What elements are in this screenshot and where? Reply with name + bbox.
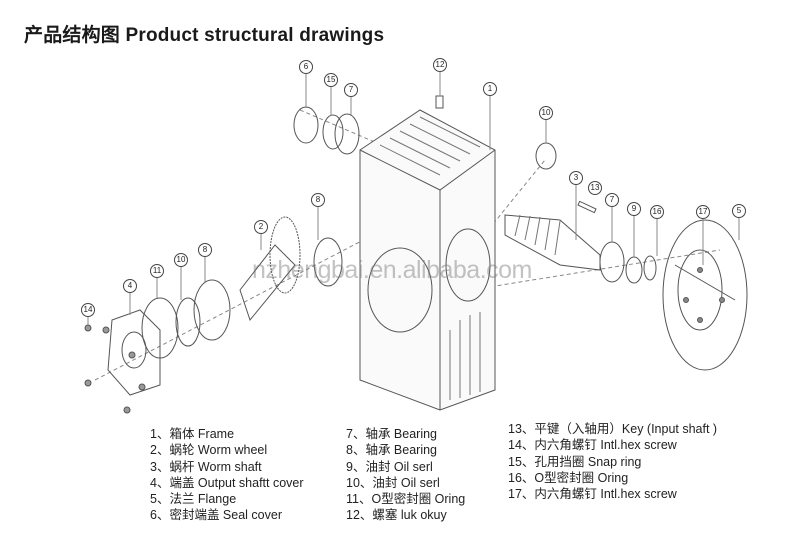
oil-seal-part xyxy=(535,142,557,170)
legend-item: 9、油封 Oil serl xyxy=(346,459,433,474)
legend-item: 2、蜗轮 Worm wheel xyxy=(150,443,268,458)
callout-3: 3 xyxy=(569,171,583,185)
worm-wheel-part xyxy=(239,216,301,322)
snap-ring-part xyxy=(322,114,344,150)
legend-item: 7、轴承 Bearing xyxy=(346,427,438,441)
callout-7b: 7 xyxy=(605,193,619,207)
callout-11: 11 xyxy=(150,264,164,278)
o-ring-part xyxy=(643,255,657,281)
legend-column-3: 13、平键（入轴用）Key (Input shaft ) 14、内六角螺钉 In… xyxy=(508,421,717,502)
oil-seal-part xyxy=(175,297,201,347)
legend-item: 17、内六角螺钉 Intl.hex screw xyxy=(508,487,677,502)
legend-item: 15、孔用挡圈 Snap ring xyxy=(508,454,642,469)
callout-12: 12 xyxy=(433,58,447,72)
callout-10b: 10 xyxy=(174,253,188,267)
callout-6: 6 xyxy=(299,60,313,74)
bearing-part xyxy=(313,237,343,287)
bearing-part xyxy=(599,241,625,283)
worm-shaft-part xyxy=(504,214,601,271)
callout-1: 1 xyxy=(483,82,497,96)
watermark: nzhengbai.en.alibaba.com xyxy=(252,256,532,284)
callout-15: 15 xyxy=(324,73,338,87)
callout-8: 8 xyxy=(311,193,325,207)
bearing-part xyxy=(334,113,360,155)
legend-item: 1、箱体 Frame xyxy=(150,427,235,441)
callout-13: 13 xyxy=(588,181,602,195)
callout-2: 2 xyxy=(254,220,268,234)
hex-screws xyxy=(84,324,146,414)
legend-item: 13、平键（入轴用）Key (Input shaft ) xyxy=(508,422,718,436)
callout-9: 9 xyxy=(627,202,641,216)
key-part xyxy=(577,200,597,214)
frame-housing xyxy=(359,109,496,411)
callout-4: 4 xyxy=(123,279,137,293)
legend-item: 16、O型密封圈 Oring xyxy=(508,470,629,485)
callout-10: 10 xyxy=(539,106,553,120)
legend-item: 10、油封 Oil serl xyxy=(346,475,440,490)
bearing-part xyxy=(193,279,231,341)
legend-item: 3、蜗杆 Worm shaft xyxy=(150,459,262,474)
callout-5: 5 xyxy=(732,204,746,218)
output-shaft-cover-part xyxy=(107,309,161,396)
legend-column-1: 1、箱体 Frame 2、蜗轮 Worm wheel 3、蜗杆 Worm sha… xyxy=(150,426,304,524)
callout-17: 17 xyxy=(696,205,710,219)
seal-cover-part xyxy=(293,106,319,144)
legend-item: 12、螺塞 luk okuy xyxy=(346,508,447,523)
callout-7: 7 xyxy=(344,83,358,97)
callout-16: 16 xyxy=(650,205,664,219)
page-title: 产品结构图 Product structural drawings xyxy=(24,25,385,46)
plug-part xyxy=(435,95,444,109)
legend-item: 5、法兰 Flange xyxy=(150,492,237,507)
flange-part xyxy=(662,219,748,371)
legend-item: 14、内六角螺钉 Intl.hex screw xyxy=(508,438,677,453)
legend-item: 11、O型密封圈 Oring xyxy=(346,492,466,507)
legend-item: 8、轴承 Bearing xyxy=(346,443,438,458)
legend-item: 6、密封端盖 Seal cover xyxy=(150,508,282,523)
leader-lines xyxy=(87,72,740,325)
callout-8b: 8 xyxy=(198,243,212,257)
callout-14: 14 xyxy=(81,303,95,317)
oil-seal-part xyxy=(625,256,643,284)
legend-column-2: 7、轴承 Bearing 8、轴承 Bearing 9、油封 Oil serl … xyxy=(346,426,465,524)
legend-item: 4、端盖 Output shaftt cover xyxy=(150,475,304,490)
